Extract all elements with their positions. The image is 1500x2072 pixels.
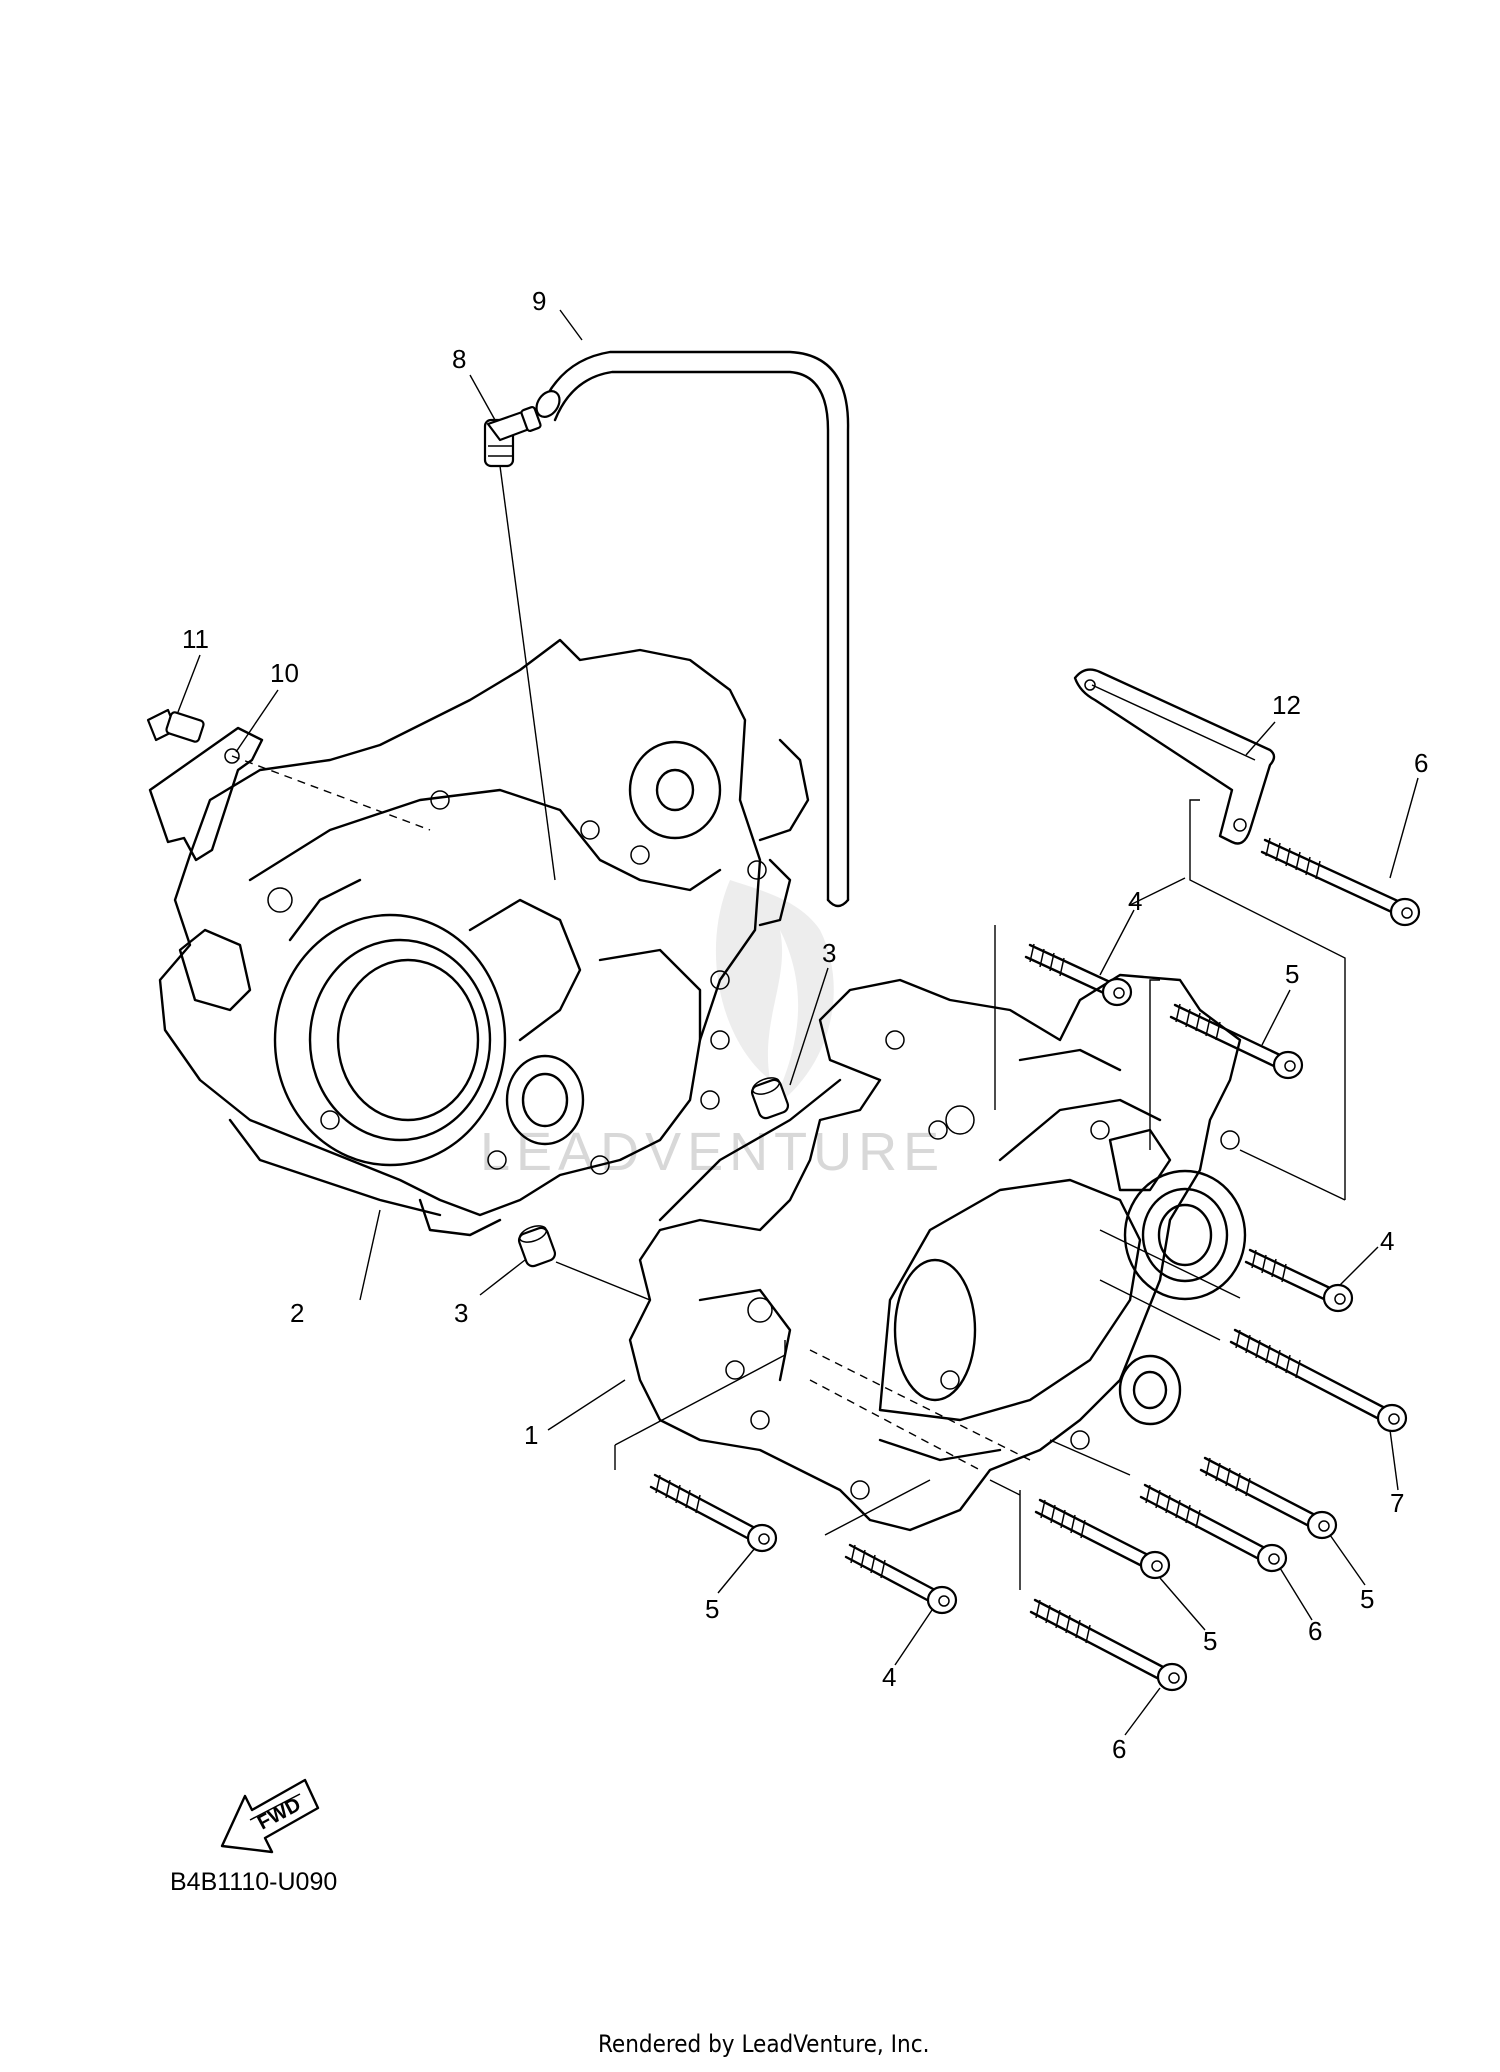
bolt-4-bottom bbox=[844, 1543, 958, 1615]
fwd-arrow-icon: FWD bbox=[220, 1778, 320, 1854]
callout-6: 6 bbox=[1414, 748, 1428, 778]
callout-6: 6 bbox=[1112, 1734, 1126, 1764]
callout-5: 5 bbox=[1203, 1626, 1217, 1656]
callout-12: 12 bbox=[1272, 690, 1301, 720]
dowel-pin-upper bbox=[750, 1077, 790, 1120]
footer-credit: Rendered by LeadVenture, Inc. bbox=[598, 2030, 929, 2058]
bolt-5-center bbox=[1034, 1498, 1171, 1580]
callout-9: 9 bbox=[532, 286, 546, 316]
bolt-7 bbox=[1229, 1328, 1408, 1433]
callout-1: 1 bbox=[524, 1420, 538, 1450]
callout-5: 5 bbox=[705, 1594, 719, 1624]
callout-11: 11 bbox=[182, 624, 209, 654]
dowel-pin-lower bbox=[517, 1225, 651, 1301]
assembly-lines bbox=[614, 799, 1346, 1590]
callout-10: 10 bbox=[270, 658, 299, 688]
bolt-6-top bbox=[1260, 837, 1421, 927]
breather-elbow-fitting bbox=[483, 406, 556, 881]
plate-10 bbox=[148, 726, 264, 862]
callout-6: 6 bbox=[1308, 1616, 1322, 1646]
watermark-text: LEADVENTURE bbox=[480, 1122, 945, 1182]
callout-8: 8 bbox=[452, 344, 466, 374]
bolt-4-right bbox=[1244, 1248, 1354, 1313]
callout-3: 3 bbox=[822, 938, 836, 968]
breather-hose bbox=[535, 350, 850, 908]
callout-5: 5 bbox=[1285, 959, 1299, 989]
bolt-6-right bbox=[1139, 1483, 1288, 1573]
crankcase-left bbox=[158, 638, 810, 1237]
callout-leaders bbox=[177, 309, 1419, 1736]
crankcase-right bbox=[628, 973, 1247, 1532]
bolt-5-right bbox=[1199, 1456, 1338, 1540]
callout-5: 5 bbox=[1360, 1584, 1374, 1614]
bolt-4-upper bbox=[1024, 943, 1133, 1007]
callout-3: 3 bbox=[454, 1298, 468, 1328]
fwd-label: FWD bbox=[254, 1794, 305, 1835]
bolt-5-upper-right bbox=[1169, 1003, 1304, 1080]
callout-numbers: 9 8 11 10 12 6 4 5 3 2 3 1 4 7 5 6 5 5 4… bbox=[182, 286, 1428, 1764]
bracket-12 bbox=[1073, 668, 1276, 845]
callout-2: 2 bbox=[290, 1298, 304, 1328]
callout-4: 4 bbox=[1128, 886, 1142, 916]
callout-4: 4 bbox=[882, 1662, 896, 1692]
bolt-5-left bbox=[649, 1473, 778, 1553]
leadventure-logo-icon bbox=[715, 880, 834, 1110]
bolt-6-bottom bbox=[1029, 1598, 1188, 1692]
bolt-11 bbox=[146, 708, 205, 743]
callout-4: 4 bbox=[1380, 1226, 1394, 1256]
diagram-code: B4B1110-U090 bbox=[170, 1868, 337, 1896]
callout-7: 7 bbox=[1390, 1488, 1404, 1518]
